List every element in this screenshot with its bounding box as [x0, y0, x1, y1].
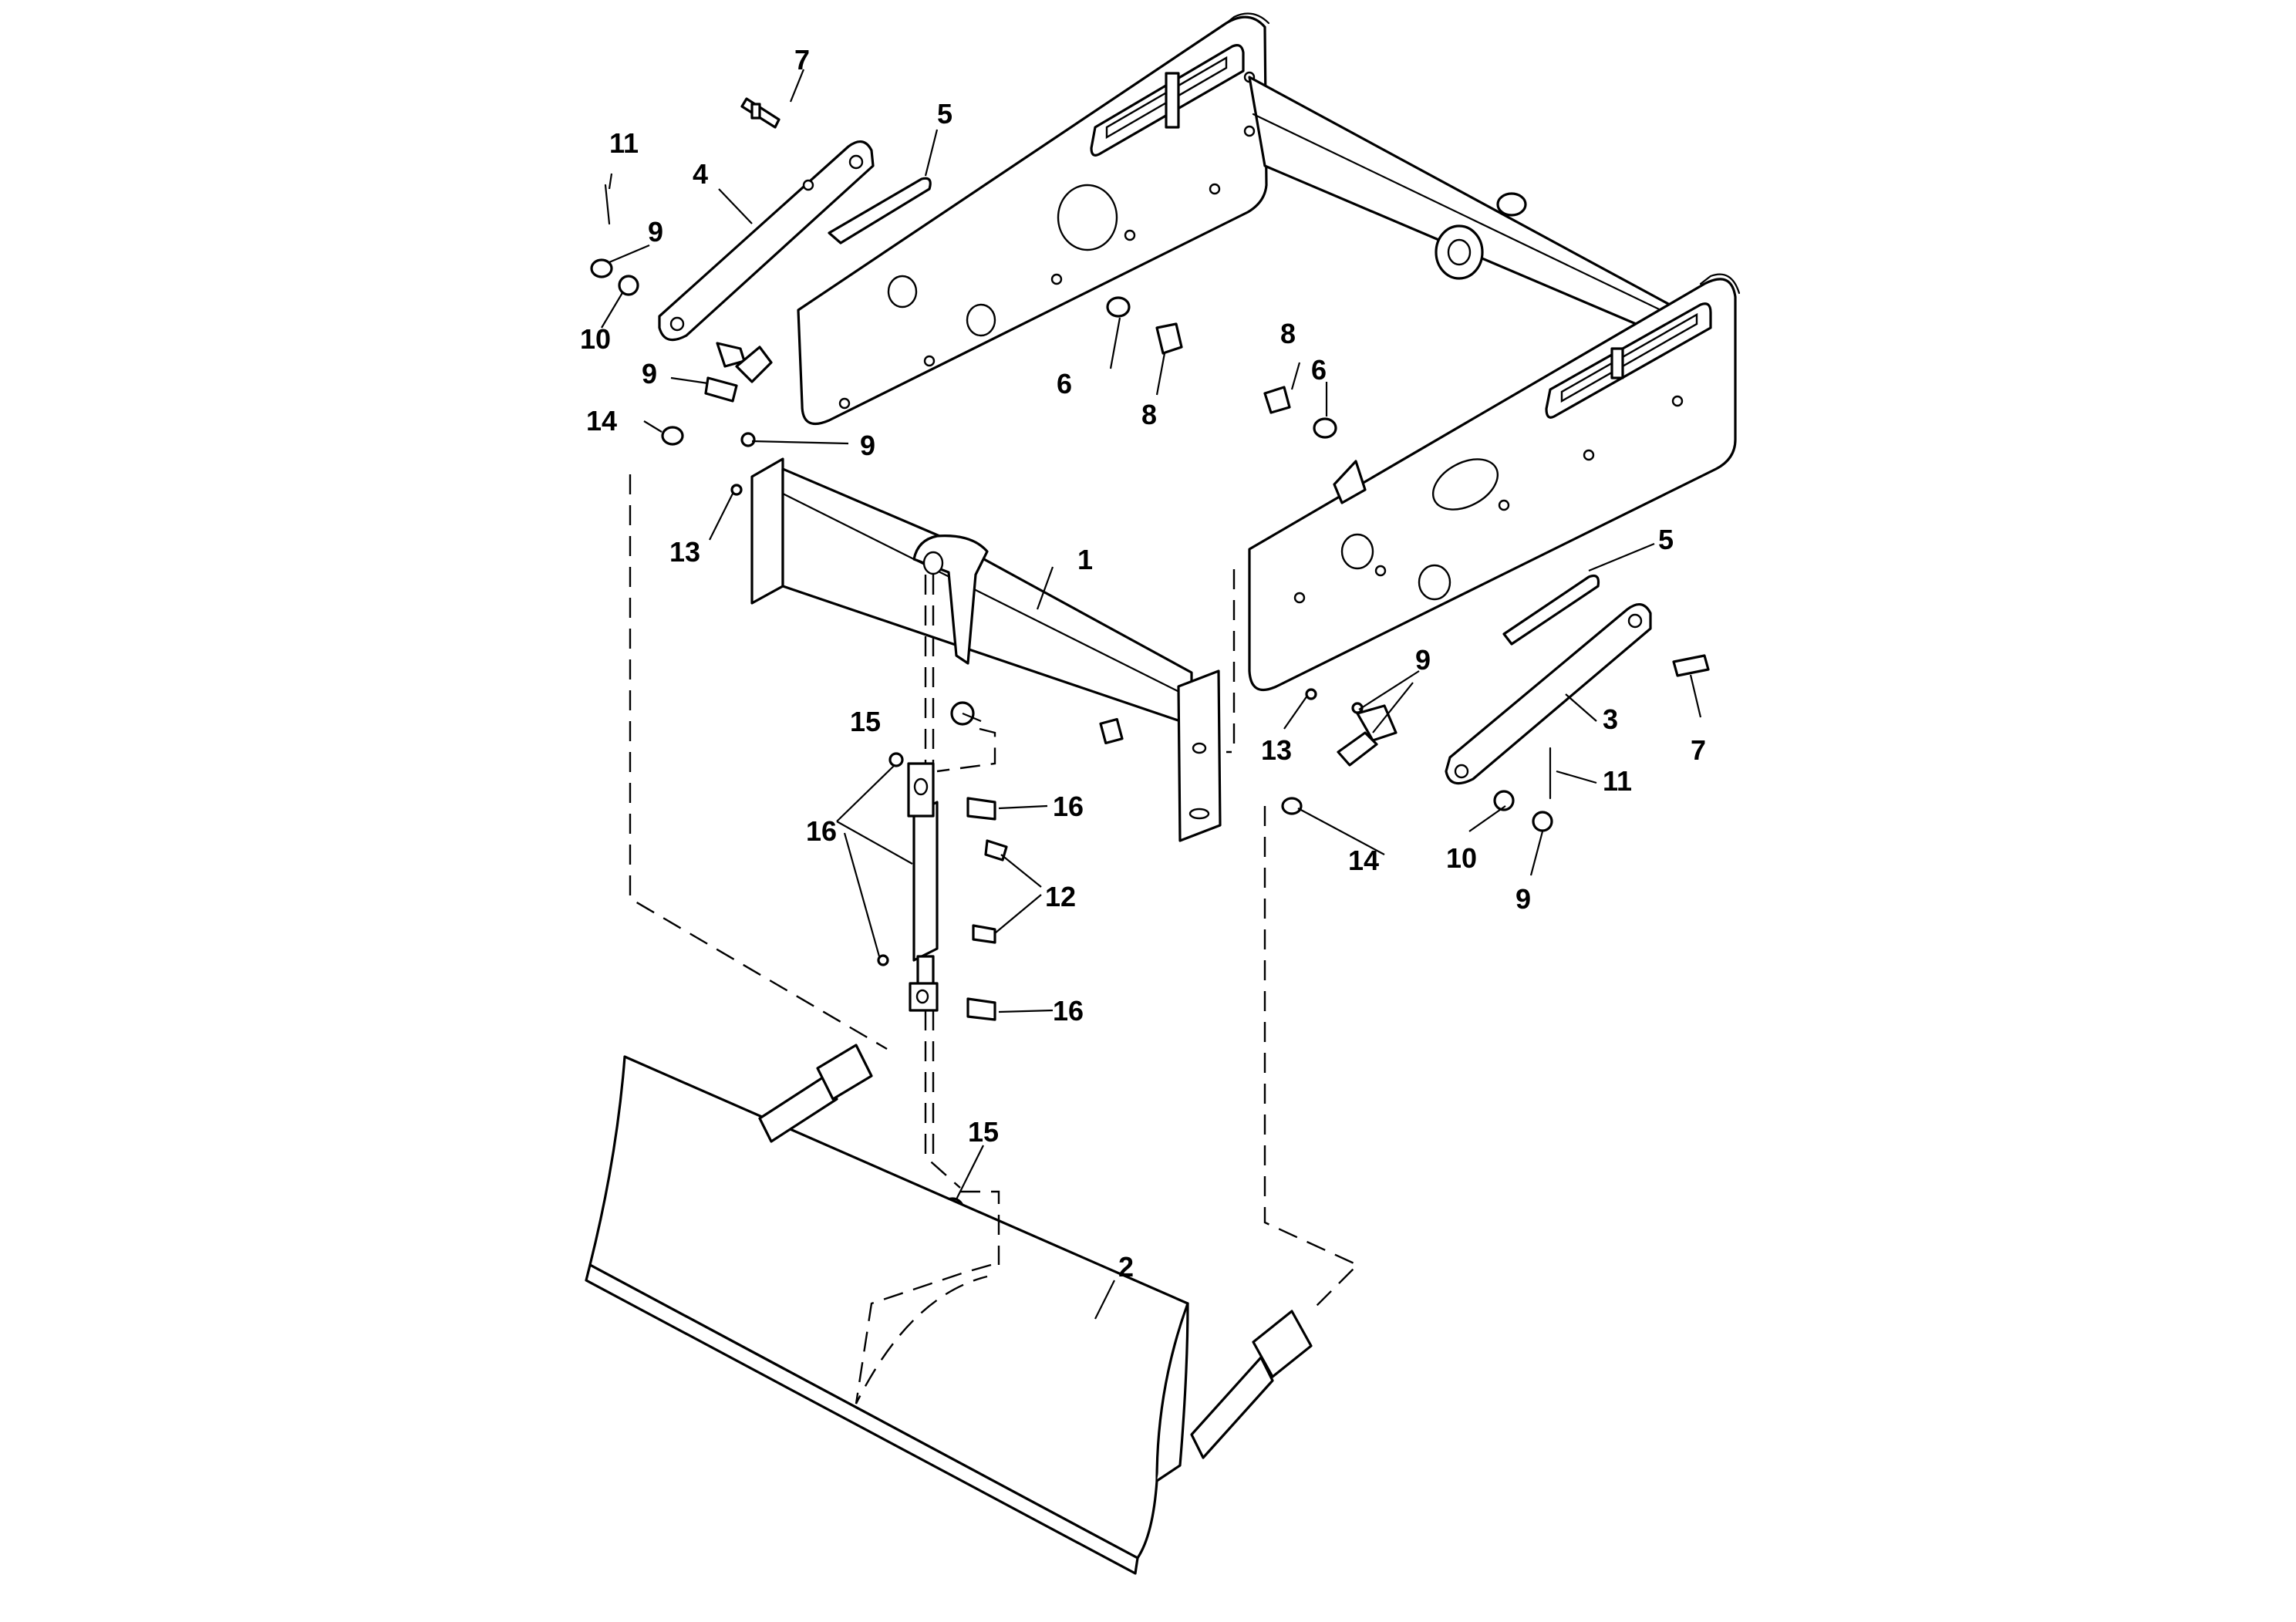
callout-1: 1	[1077, 544, 1093, 575]
callout-9e: 9	[1515, 883, 1531, 915]
callout-13b: 13	[1261, 734, 1292, 766]
callout-14a: 14	[586, 405, 617, 437]
callout-7a: 7	[794, 44, 810, 76]
callout-12: 12	[1045, 881, 1076, 912]
callout-10b: 10	[1446, 842, 1477, 874]
callout-16a: 16	[1053, 791, 1084, 822]
arm-right	[1445, 603, 1652, 785]
callout-5b: 5	[1658, 524, 1674, 555]
hydraulic-cylinder	[907, 762, 939, 1012]
main-frame	[797, 12, 1741, 691]
callout-15a: 15	[850, 706, 881, 737]
callout-8b: 8	[1280, 318, 1296, 349]
callout-6b: 6	[1311, 354, 1327, 386]
dozer-blade	[585, 1044, 1313, 1575]
callout-7b: 7	[1691, 734, 1706, 766]
bracket-left	[828, 177, 932, 244]
callout-16b: 16	[806, 815, 837, 847]
callout-6a: 6	[1057, 368, 1072, 400]
callout-10a: 10	[580, 323, 611, 355]
callout-9a: 9	[648, 216, 663, 248]
callout-16c: 16	[1053, 995, 1084, 1027]
arm-left	[658, 140, 875, 342]
leader-lines	[601, 69, 1702, 1320]
assembly-lines	[629, 474, 1360, 1312]
callout-2: 2	[1118, 1251, 1134, 1283]
callout-5a: 5	[937, 98, 952, 130]
callout-9b: 9	[642, 358, 657, 389]
callout-9c: 9	[860, 430, 875, 461]
callout-11a: 11	[609, 127, 639, 159]
callout-labels: 1 2 3 4 5 5 6 6 7 7 8 8 9 9 9 9 9 10 10 …	[580, 44, 1706, 1283]
cross-beam	[750, 457, 1222, 842]
callout-13a: 13	[669, 536, 700, 568]
callout-8a: 8	[1141, 399, 1157, 430]
hardware	[590, 97, 1710, 1222]
bracket-right	[1502, 574, 1600, 646]
callout-4: 4	[693, 158, 708, 190]
callout-11b: 11	[1603, 765, 1632, 797]
callout-3: 3	[1603, 703, 1618, 735]
callout-15b: 15	[968, 1116, 999, 1148]
callout-14b: 14	[1348, 845, 1379, 876]
callout-9d: 9	[1415, 644, 1431, 676]
